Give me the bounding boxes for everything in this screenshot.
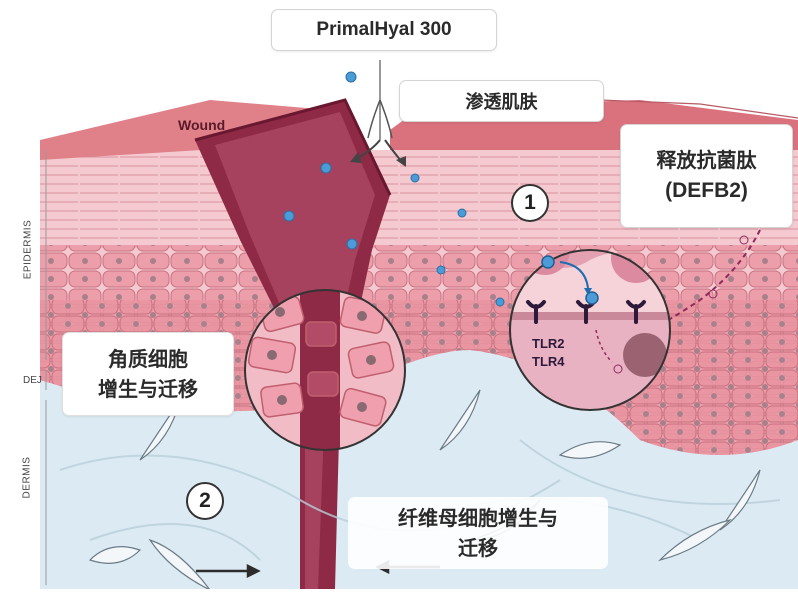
tlr4-label: TLR4 xyxy=(532,354,565,369)
release-label-line1: 释放抗菌肽 xyxy=(657,145,757,175)
penetrate-callout: 渗透肌肤 xyxy=(399,80,604,122)
wound-label: Wound xyxy=(178,117,225,133)
fibroblast-label-line2: 迁移 xyxy=(458,533,498,563)
fibroblast-label-line1: 纤维母细胞增生与 xyxy=(398,503,558,533)
dej-label: DEJ xyxy=(23,375,42,386)
release-label-line2: (DEFB2) xyxy=(665,175,748,207)
fibroblast-callout: 纤维母细胞增生与 迁移 xyxy=(348,497,608,569)
dermis-label: DERMIS xyxy=(22,448,33,508)
step-1-number: 1 xyxy=(524,191,536,215)
step-1-badge: 1 xyxy=(511,184,549,222)
product-name: PrimalHyal 300 xyxy=(316,19,451,41)
penetrate-label: 渗透肌肤 xyxy=(466,88,538,114)
keratinocyte-label-line2: 增生与迁移 xyxy=(98,374,198,404)
step-2-number: 2 xyxy=(199,489,211,513)
keratinocyte-callout: 角质细胞 增生与迁移 xyxy=(62,332,234,416)
step-2-badge: 2 xyxy=(186,482,224,520)
release-callout: 释放抗菌肽 (DEFB2) xyxy=(620,124,793,228)
keratinocyte-label-line1: 角质细胞 xyxy=(108,344,188,374)
epidermis-label: EPIDERMIS xyxy=(23,215,34,285)
tlr2-label: TLR2 xyxy=(532,336,565,351)
product-callout: PrimalHyal 300 xyxy=(271,9,497,51)
